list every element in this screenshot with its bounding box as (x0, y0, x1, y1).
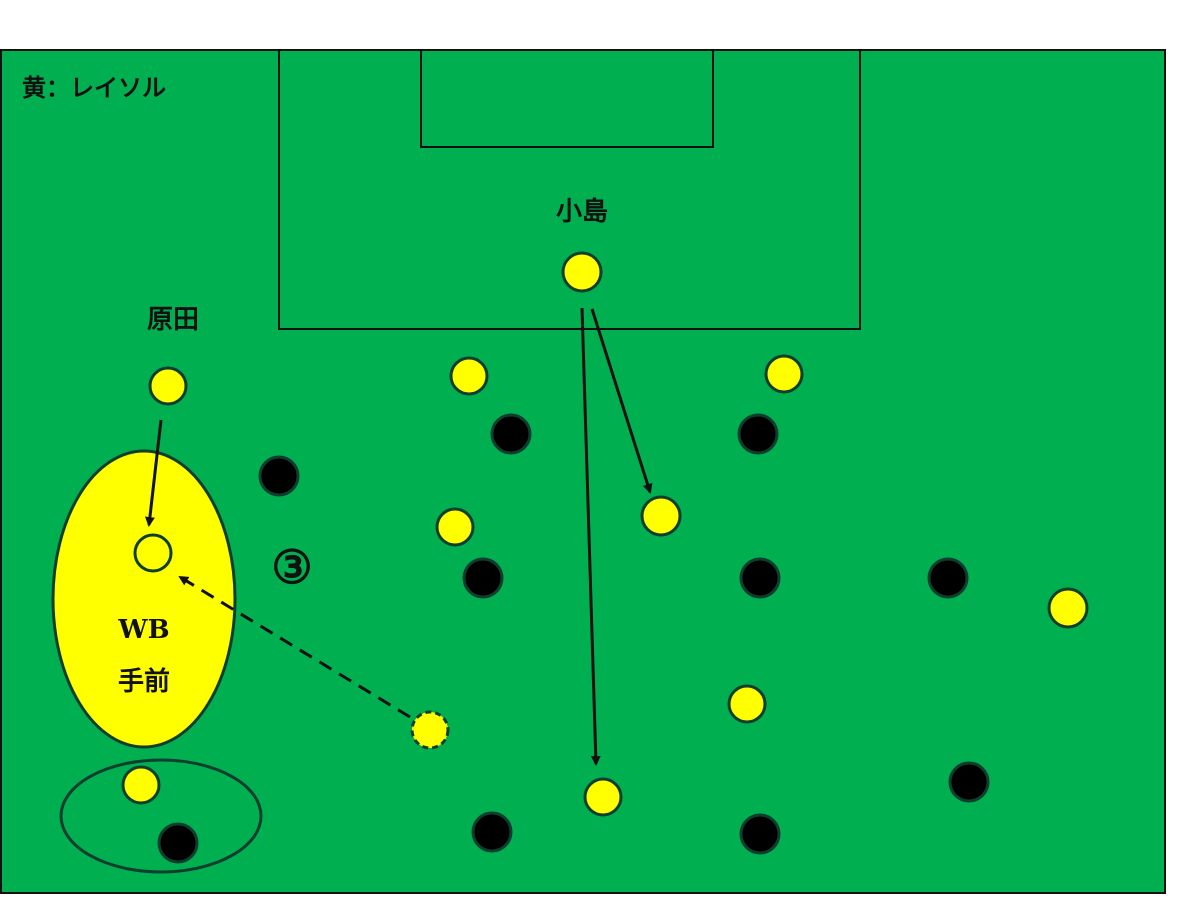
player-black (948, 761, 990, 803)
black-players (157, 413, 990, 864)
player-yellow (764, 354, 804, 394)
player-yellow (583, 777, 623, 817)
step-number: ③ (271, 540, 312, 594)
arrow-kojima-long (580, 307, 601, 766)
player-black (739, 813, 781, 855)
player-kojima (561, 251, 603, 293)
player-black (927, 557, 969, 599)
player-black (739, 557, 781, 599)
player-harada (148, 366, 188, 406)
arrow-harada-run (144, 419, 163, 527)
label-kojima: 小島 (556, 197, 608, 227)
player-yellow (449, 356, 489, 396)
player-black (737, 413, 779, 455)
yellow-players (121, 251, 1089, 817)
player-black (462, 557, 504, 599)
zone-label-front: 手前 (118, 666, 170, 697)
player-black (490, 413, 532, 455)
pitch-field (0, 49, 1166, 894)
run-target (133, 533, 173, 573)
label-harada: 原田 (147, 305, 199, 335)
arrow-kojima-short (590, 308, 653, 494)
player-black (157, 822, 199, 864)
team-legend: 黄：レイソル (22, 73, 166, 102)
player-yellow (435, 507, 475, 547)
player-yellow (727, 684, 767, 724)
player-black (471, 811, 513, 853)
player-yellow-origin (410, 710, 450, 750)
player-yellow (1047, 587, 1089, 629)
player-black (258, 455, 300, 497)
player-yellow (640, 495, 682, 537)
pair-highlight (59, 758, 263, 874)
player-yellow (121, 765, 161, 805)
goal-area (420, 49, 714, 148)
zone-label-wb: WB (117, 615, 169, 645)
wb-zone-highlight (51, 449, 237, 749)
